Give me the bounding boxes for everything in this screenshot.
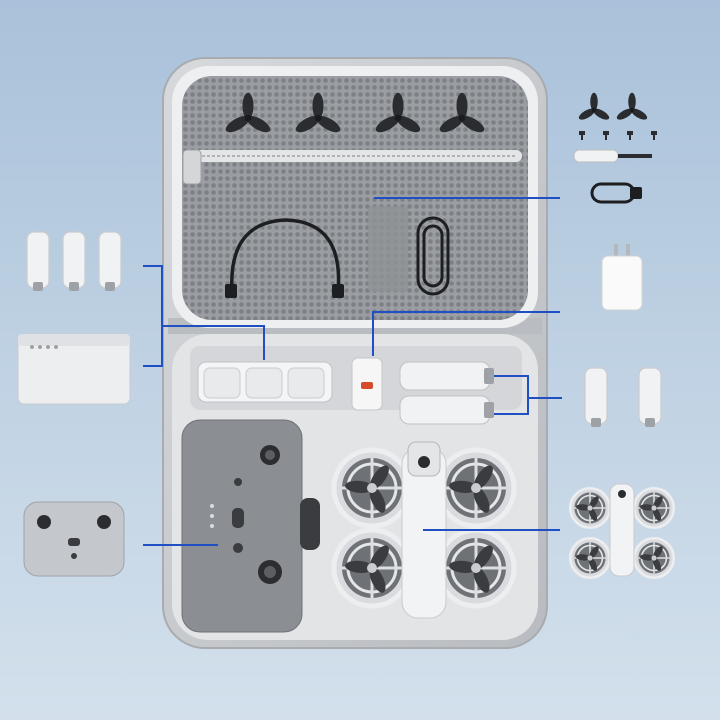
- usb-cable-icon: [416, 216, 450, 296]
- screwdriver-icon: [573, 149, 652, 163]
- screw-icon: [579, 131, 657, 140]
- battery-icon: [399, 361, 494, 425]
- battery-icon: [584, 367, 662, 428]
- drone-icon: [334, 441, 514, 619]
- lanyard-icon: [225, 218, 344, 298]
- battery-icon: [26, 231, 122, 292]
- remote-controller-icon: [23, 501, 125, 577]
- propeller-icon: [577, 92, 649, 122]
- charging-hub-icon: [197, 361, 333, 403]
- leader-lines: [143, 197, 562, 546]
- power-adapter-icon: [601, 244, 643, 311]
- usb-cable-icon: [590, 182, 642, 204]
- remote-controller-icon: [181, 419, 320, 633]
- charging-hub-icon: [17, 333, 131, 405]
- carrying-case: [162, 57, 548, 649]
- power-adapter-icon: [351, 357, 383, 411]
- drone-icon: [568, 483, 676, 580]
